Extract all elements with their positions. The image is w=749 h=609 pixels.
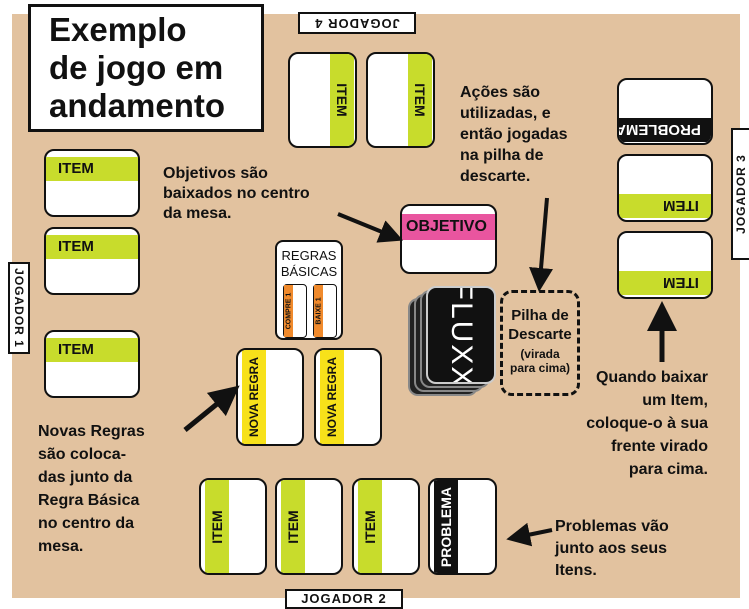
- arrow-goals: [337, 212, 404, 243]
- goal-card[interactable]: OBJETIVO: [400, 204, 497, 274]
- annot-line: utilizadas, e: [460, 105, 551, 122]
- player-2-item-card[interactable]: ITEM: [275, 478, 343, 575]
- player-1-label: JOGADOR 1: [8, 262, 30, 354]
- item-band: ITEM: [408, 54, 432, 146]
- player-4-item-card[interactable]: ITEM: [288, 52, 357, 148]
- item-label: ITEM: [58, 238, 94, 255]
- player-1-item-card[interactable]: ITEM: [44, 330, 140, 398]
- annot-line: Novas Regras: [38, 423, 145, 440]
- discard-line-1: Pilha de: [511, 307, 569, 324]
- annot-line: Regra Básica: [38, 492, 140, 509]
- annot-line: para cima.: [628, 461, 708, 478]
- basic-rules-line-2: BÁSICAS: [280, 264, 338, 279]
- annot-line: na pilha de: [460, 147, 544, 164]
- annot-line: junto aos seus: [555, 540, 668, 557]
- player-1-item-card[interactable]: ITEM: [44, 149, 140, 217]
- annot-line: frente virado: [611, 438, 708, 455]
- item-band: ITEM: [619, 194, 711, 218]
- item-label: ITEM: [58, 341, 94, 358]
- title-line-2: de jogo em: [49, 49, 224, 86]
- annot-line: Problemas vão: [555, 518, 669, 535]
- annot-line: no centro da: [38, 515, 135, 532]
- player-2-problem-card[interactable]: PROBLEMA: [428, 478, 497, 575]
- item-band: ITEM: [281, 480, 305, 573]
- annot-line: baixados no centro: [163, 185, 310, 202]
- item-label: ITEM: [58, 160, 94, 177]
- annot-line: da mesa.: [163, 205, 232, 222]
- goal-label: OBJETIVO: [406, 218, 487, 235]
- deck[interactable]: FLUXX: [426, 286, 496, 384]
- annot-line: então jogadas: [460, 126, 568, 143]
- player-2-item-card[interactable]: ITEM: [352, 478, 420, 575]
- problems-annotation: Problemas vão junto aos seus Itens.: [555, 516, 669, 582]
- player-3-problem-card[interactable]: PROBLEMA: [617, 78, 713, 145]
- arrow-problems: [506, 522, 553, 547]
- basic-rules-card[interactable]: REGRAS BÁSICAS COMPRE 1 BAIXE 1: [275, 240, 343, 340]
- goals-annotation: Objetivos são baixados no centro da mesa…: [163, 164, 310, 224]
- goal-band: OBJETIVO: [402, 214, 495, 240]
- item-band: ITEM: [358, 480, 382, 573]
- title-line-1: Exemplo: [49, 11, 187, 48]
- arrow-actions: [529, 197, 553, 292]
- rule-band: NOVA REGRA: [242, 350, 266, 444]
- draw-one-rule: COMPRE 1: [283, 284, 307, 338]
- play-one-rule: BAIXE 1: [313, 284, 337, 338]
- item-band: ITEM: [46, 157, 138, 181]
- annot-line: coloque-o à sua: [586, 415, 708, 432]
- player-3-label: JOGADOR 3: [731, 128, 749, 260]
- item-band: ITEM: [619, 271, 711, 295]
- new-rules-annotation: Novas Regras são coloca- das junto da Re…: [38, 420, 145, 558]
- player-2-label-text: JOGADOR 2: [301, 591, 387, 606]
- annot-line: um Item,: [642, 392, 708, 409]
- title-line-3: andamento: [49, 87, 226, 124]
- actions-annotation: Ações são utilizadas, e então jogadas na…: [460, 82, 568, 187]
- title-box: Exemplo de jogo em andamento: [28, 4, 264, 132]
- player-1-item-card[interactable]: ITEM: [44, 227, 140, 295]
- annot-line: Ações são: [460, 84, 541, 101]
- player-2-item-card[interactable]: ITEM: [199, 478, 267, 575]
- basic-rules-line-1: REGRAS: [281, 248, 337, 263]
- player-3-item-card[interactable]: ITEM: [617, 231, 713, 299]
- discard-line-4: para cima): [509, 361, 571, 375]
- annot-line: descarte.: [460, 168, 531, 185]
- annot-line: são coloca-: [38, 446, 127, 463]
- new-rule-card[interactable]: NOVA REGRA: [236, 348, 304, 446]
- discard-line-3: (virada: [520, 347, 560, 361]
- annot-line: Itens.: [555, 562, 597, 579]
- annot-line: Quando baixar: [595, 369, 708, 386]
- new-rule-card[interactable]: NOVA REGRA: [314, 348, 382, 446]
- player-4-item-card[interactable]: ITEM: [366, 52, 435, 148]
- arrow-new-rules: [183, 385, 240, 432]
- annot-line: das junto da: [38, 469, 133, 486]
- problem-band: PROBLEMA: [619, 118, 711, 142]
- discard-line-2: Descarte: [508, 326, 572, 343]
- item-band: ITEM: [46, 338, 138, 362]
- annot-line: Objetivos são: [163, 165, 268, 182]
- item-band: ITEM: [46, 235, 138, 259]
- item-band: ITEM: [205, 480, 229, 573]
- item-band: ITEM: [330, 54, 354, 146]
- problem-band: PROBLEMA: [434, 480, 458, 573]
- rule-band: NOVA REGRA: [320, 350, 344, 444]
- player-3-item-card[interactable]: ITEM: [617, 154, 713, 222]
- annot-line: mesa.: [38, 538, 84, 555]
- items-annotation: Quando baixar um Item, coloque-o à sua f…: [584, 366, 708, 481]
